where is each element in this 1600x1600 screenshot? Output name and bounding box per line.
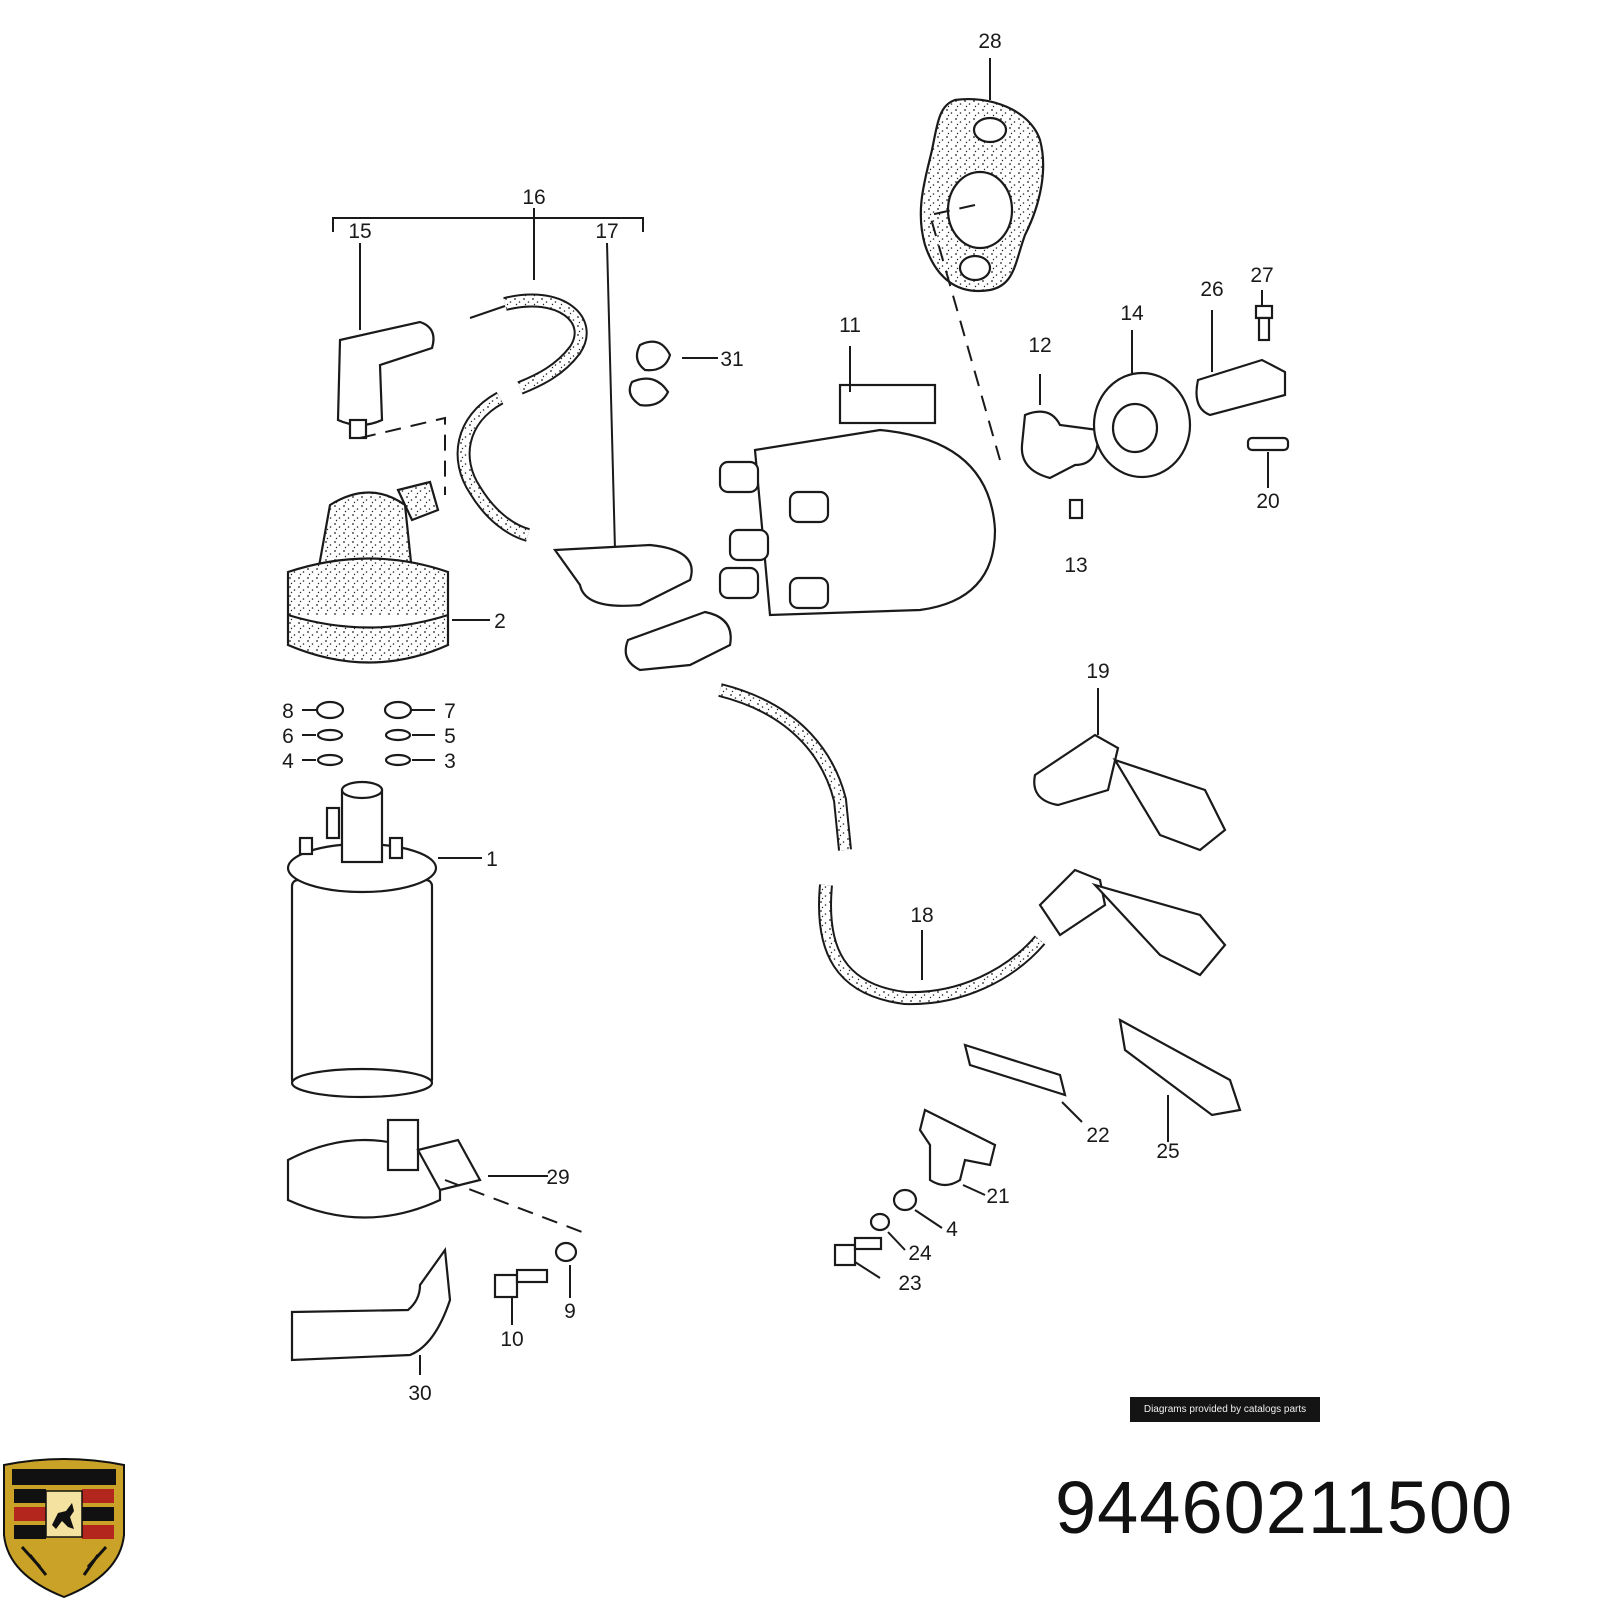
callout-26: 26 bbox=[1200, 278, 1223, 301]
callout-labels: 28 16 15 17 31 11 12 14 26 27 20 13 2 8 … bbox=[282, 30, 1280, 1405]
callout-18: 18 bbox=[910, 904, 933, 927]
callout-31: 31 bbox=[720, 348, 743, 371]
part-number: 94460211500 bbox=[1055, 1466, 1514, 1549]
callout-10: 10 bbox=[500, 1328, 523, 1351]
callout-22: 22 bbox=[1086, 1124, 1109, 1147]
ignition-lead-18 bbox=[624, 610, 1227, 1006]
callout-14: 14 bbox=[1120, 302, 1144, 325]
washer-24 bbox=[869, 1212, 891, 1232]
callout-4a: 4 bbox=[282, 750, 294, 773]
callout-19: 19 bbox=[1086, 660, 1109, 683]
bracket-21 bbox=[918, 1108, 997, 1187]
callout-30: 30 bbox=[408, 1382, 431, 1405]
diagram-credit: Diagrams provided by catalogs parts bbox=[1130, 1397, 1320, 1422]
spark-plug-connector-19 bbox=[1033, 733, 1227, 852]
spark-plug-25 bbox=[1118, 1017, 1242, 1117]
callout-5: 5 bbox=[444, 725, 456, 748]
callout-11: 11 bbox=[839, 314, 861, 337]
callout-21: 21 bbox=[986, 1185, 1009, 1208]
callout-4b: 4 bbox=[946, 1218, 958, 1241]
spark-plug-connector-15 bbox=[336, 320, 435, 440]
ignition-coil bbox=[286, 780, 438, 1099]
shield-disc-14 bbox=[1092, 371, 1192, 479]
bolt-10 bbox=[493, 1268, 549, 1299]
screw-27 bbox=[1254, 304, 1274, 342]
clip-31 bbox=[628, 340, 672, 407]
callout-6: 6 bbox=[282, 725, 294, 748]
rotor-12 bbox=[1020, 410, 1100, 480]
mounting-bracket-30 bbox=[290, 1246, 452, 1362]
callout-16-bracket bbox=[332, 217, 644, 232]
callout-7: 7 bbox=[444, 700, 456, 723]
callout-9: 9 bbox=[564, 1300, 576, 1323]
coil-cap bbox=[286, 480, 450, 664]
sleeve-26 bbox=[1195, 358, 1287, 417]
callout-27: 27 bbox=[1250, 264, 1273, 287]
distributor-cap bbox=[718, 383, 997, 617]
callout-25: 25 bbox=[1156, 1140, 1179, 1163]
callout-13: 13 bbox=[1064, 554, 1087, 577]
callout-8: 8 bbox=[282, 700, 294, 723]
gasket bbox=[919, 98, 1045, 293]
callout-16: 16 bbox=[522, 186, 545, 209]
nuts-washers bbox=[315, 700, 413, 767]
callout-28: 28 bbox=[978, 30, 1001, 53]
callout-20: 20 bbox=[1256, 490, 1279, 513]
callout-2: 2 bbox=[494, 610, 506, 633]
screw-13 bbox=[1068, 498, 1084, 520]
band-clamp-29 bbox=[286, 1118, 482, 1219]
callout-3: 3 bbox=[444, 750, 456, 773]
callout-29: 29 bbox=[546, 1166, 569, 1189]
washer-4 bbox=[892, 1188, 918, 1212]
callout-12: 12 bbox=[1028, 334, 1051, 357]
callout-15: 15 bbox=[348, 220, 371, 243]
comb-22 bbox=[963, 1043, 1067, 1097]
screw-20 bbox=[1246, 436, 1290, 452]
bolt-23 bbox=[833, 1236, 883, 1267]
porsche-crest-logo bbox=[3, 1458, 125, 1599]
callout-23: 23 bbox=[898, 1272, 921, 1295]
washer-9 bbox=[554, 1241, 578, 1263]
callout-1: 1 bbox=[486, 848, 498, 871]
callout-17: 17 bbox=[595, 220, 618, 243]
callout-24: 24 bbox=[908, 1242, 932, 1265]
ignition-lead-16 bbox=[456, 293, 693, 607]
